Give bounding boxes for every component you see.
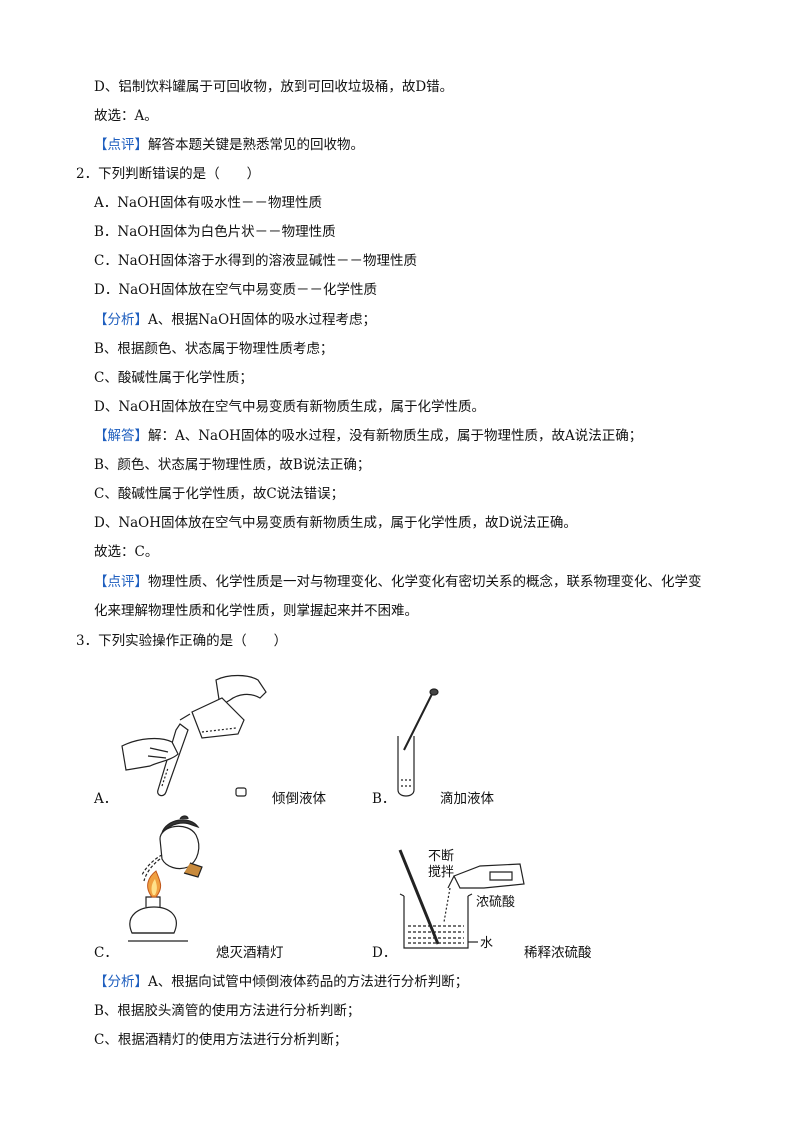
q3-analysis-a: 【分析】A、根据向试管中倾倒液体药品的方法进行分析判断；	[94, 974, 469, 990]
option-d-caption: 稀释浓硫酸	[524, 945, 592, 961]
option-d-letter: D．	[372, 945, 397, 961]
q2-analysis-a: 【分析】A、根据NaOH固体的吸水过程考虑；	[94, 312, 376, 328]
option-b-caption: 滴加液体	[440, 791, 494, 807]
q2-choice-c: 故选：C。	[94, 544, 159, 560]
q2-analysis-c: C、酸碱性属于化学性质；	[94, 370, 253, 386]
acid-label: 浓硫酸	[476, 895, 515, 910]
q2-comment: 【点评】物理性质、化学性质是一对与物理变化、化学变化有密切关系的概念，联系物理变…	[94, 574, 702, 590]
q2-analysis-b: B、根据颜色、状态属于物理性质考虑；	[94, 341, 334, 357]
stir-label-2: 搅拌	[428, 864, 454, 880]
q2-answer-a: 【解答】解：A、NaOH固体的吸水过程，没有新物质生成，属于物理性质，故A说法正…	[94, 428, 643, 444]
option-c-letter: C．	[94, 945, 118, 961]
option-c-caption: 熄灭酒精灯	[216, 945, 284, 961]
q2-answer-c: C、酸碱性属于化学性质，故C说法错误；	[94, 486, 345, 502]
q2-answer-d: D、NaOH固体放在空气中易变质有新物质生成，属于化学性质，故D说法正确。	[94, 515, 577, 531]
q2-answer-b: B、颜色、状态属于物理性质，故B说法正确；	[94, 457, 371, 473]
figure-c-alcohol-lamp	[128, 815, 203, 942]
question-2-title: 2．下列判断错误的是（ ）	[76, 166, 261, 182]
option-a-letter: A．	[94, 791, 118, 807]
q2-option-a: A．NaOH固体有吸水性－－物理性质	[94, 195, 322, 211]
analysis-tag: 【分析】	[94, 974, 148, 990]
q2-option-b: B．NaOH固体为白色片状－－物理性质	[94, 224, 336, 240]
line-choice-a: 故选：A。	[94, 108, 158, 124]
analysis-tag: 【分析】	[94, 312, 148, 328]
figure-a-pouring-liquid	[121, 674, 267, 797]
option-a-caption: 倾倒液体	[272, 791, 326, 807]
q2-option-c: C．NaOH固体溶于水得到的溶液显碱性－－物理性质	[94, 253, 418, 269]
q3-analysis-c: C、根据酒精灯的使用方法进行分析判断；	[94, 1032, 348, 1048]
stir-label-1: 不断	[428, 849, 454, 864]
q3-analysis-b: B、根据胶头滴管的使用方法进行分析判断；	[94, 1003, 361, 1019]
answer-tag: 【解答】	[94, 428, 148, 444]
option-b-letter: B．	[372, 791, 396, 807]
q2-comment-cont: 化来理解物理性质和化学性质，则掌握起来并不困难。	[94, 603, 418, 619]
comment-tag: 【点评】	[94, 574, 148, 590]
q2-analysis-d: D、NaOH固体放在空气中易变质有新物质生成，属于化学性质。	[94, 399, 486, 415]
figure-b-dropper	[397, 688, 439, 797]
question-3-title: 3．下列实验操作正确的是（ ）	[76, 633, 288, 649]
water-label: 水	[480, 936, 493, 951]
comment-1: 【点评】解答本题关键是熟悉常见的回收物。	[94, 137, 364, 153]
figure-d-dilution: 不断 搅拌 浓硫酸 水	[398, 849, 525, 951]
q2-option-d: D．NaOH固体放在空气中易变质－－化学性质	[94, 282, 378, 298]
line-d-aluminum: D、铝制饮料罐属于可回收物，放到可回收垃圾桶，故D错。	[94, 79, 454, 95]
comment-tag: 【点评】	[94, 137, 148, 153]
